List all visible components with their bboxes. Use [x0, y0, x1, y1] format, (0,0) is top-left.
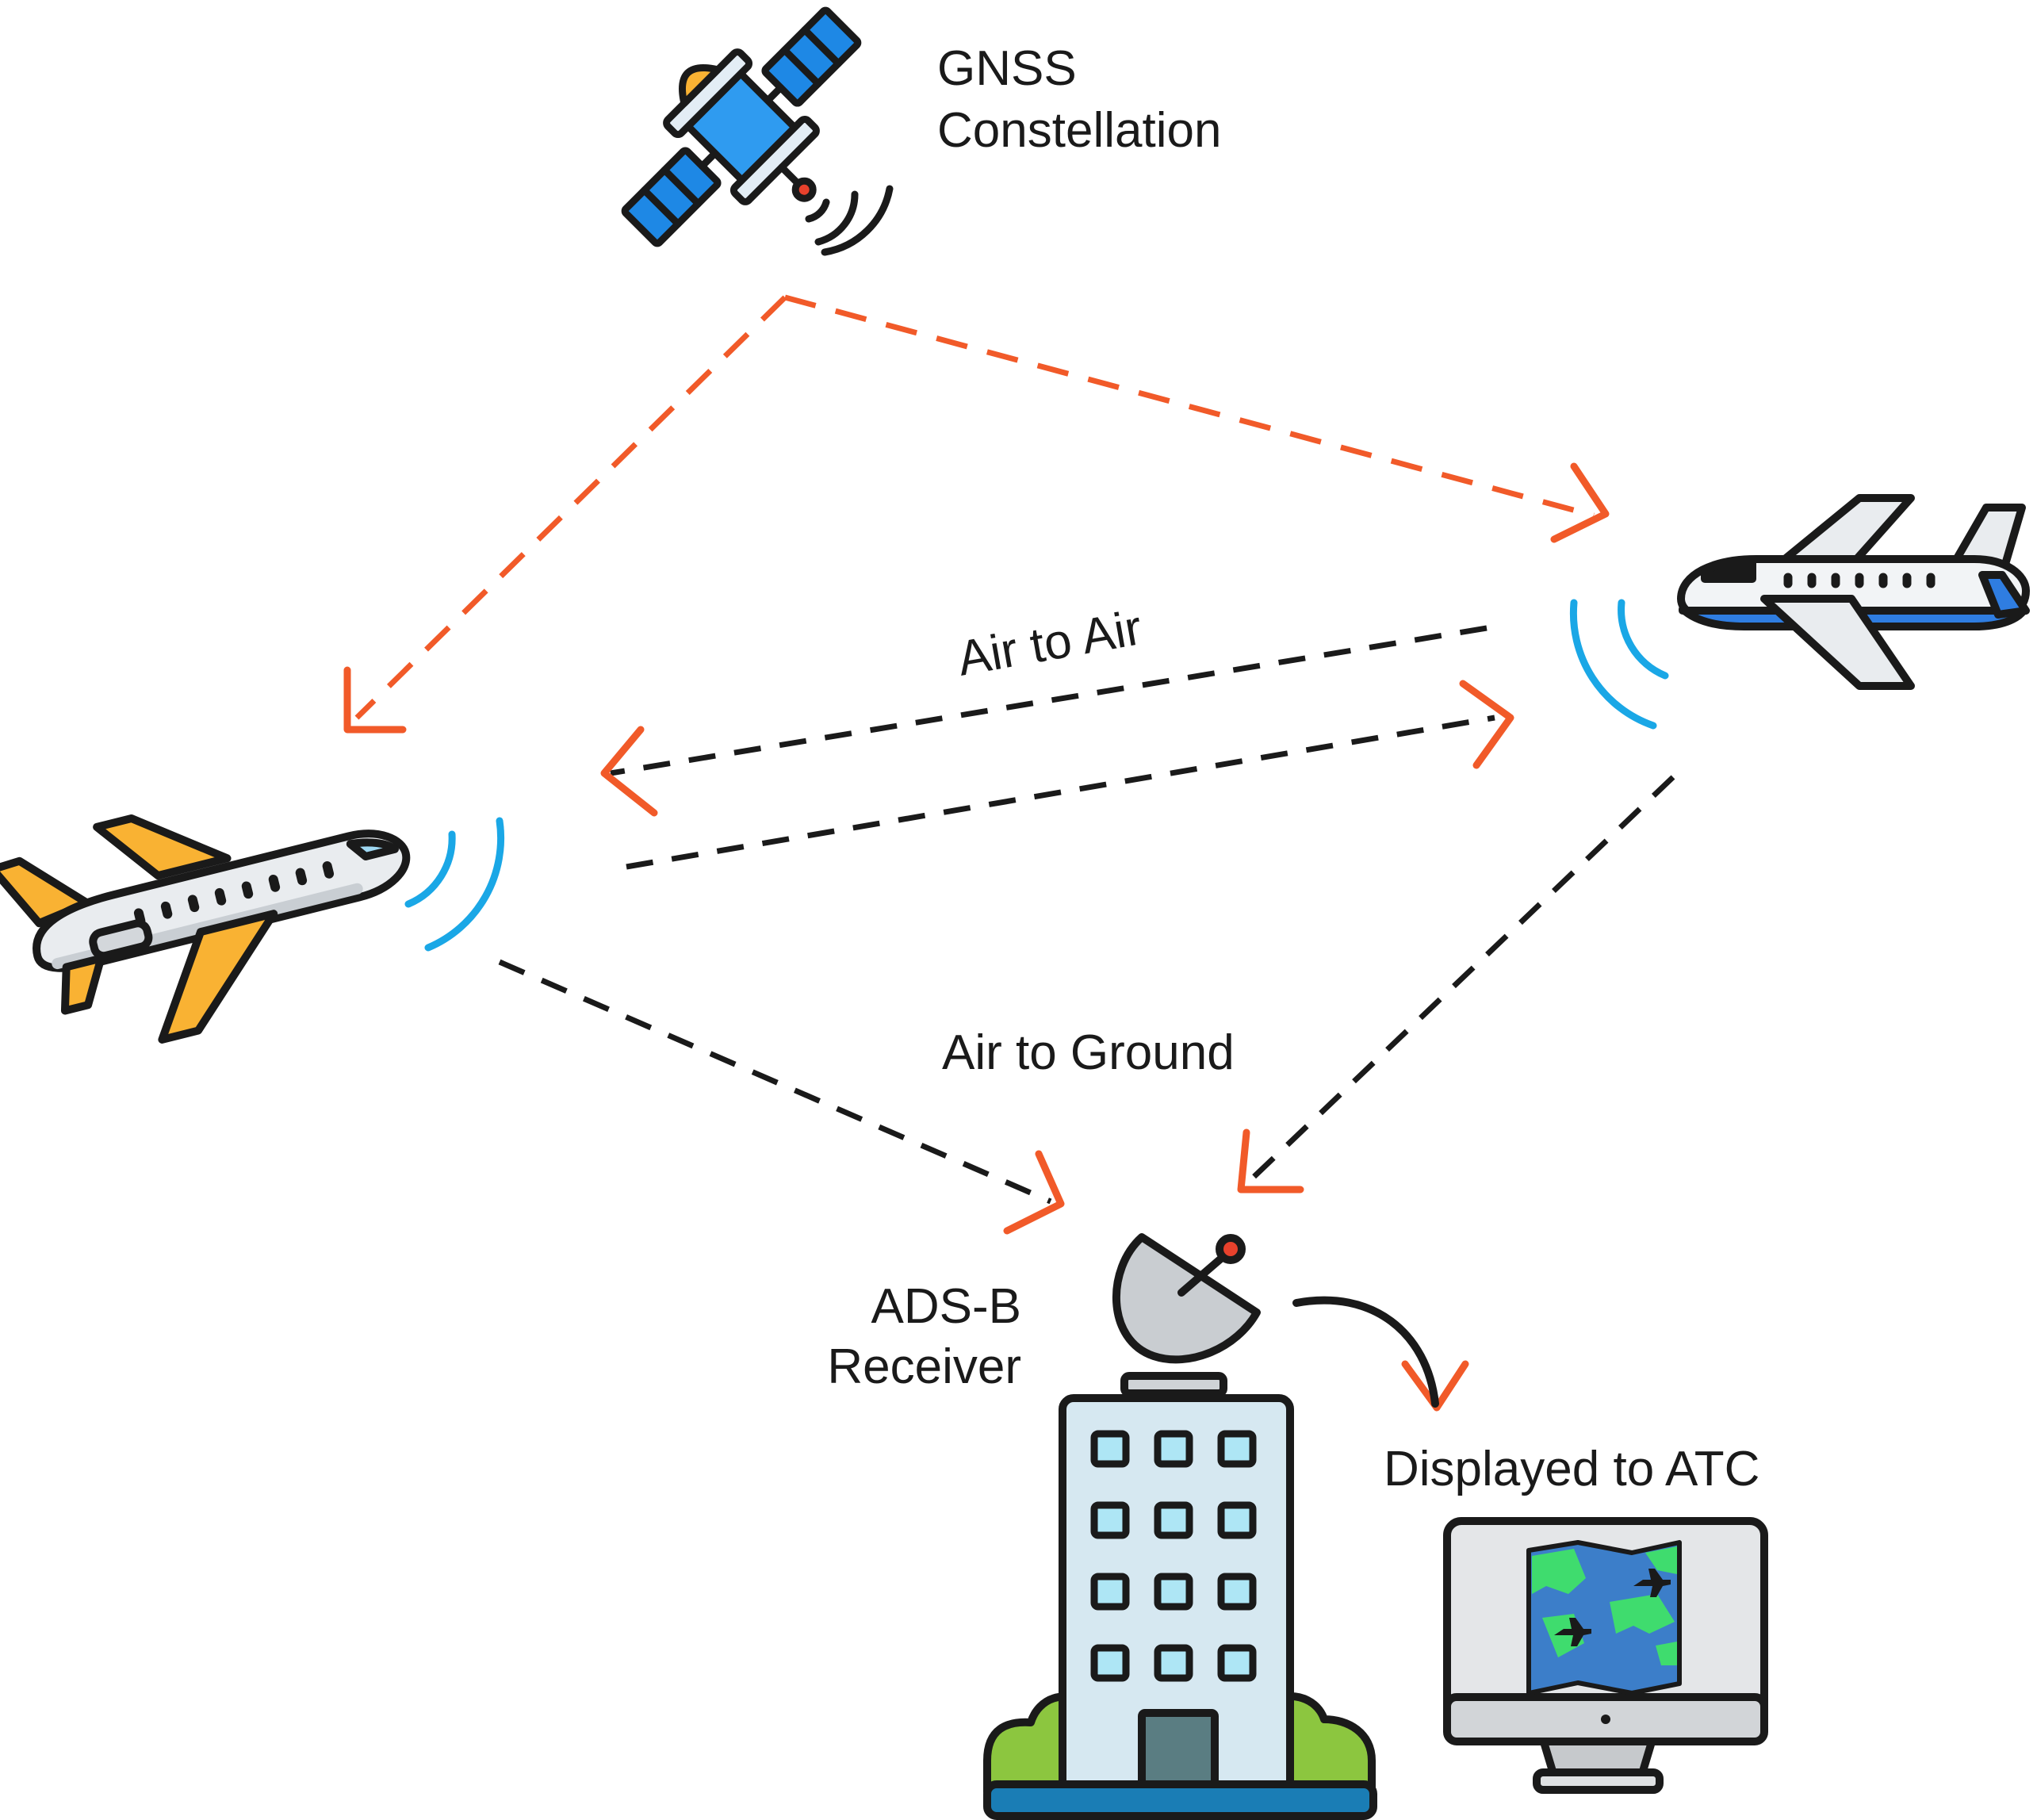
adsb-label-line2: Receiver	[827, 1339, 1021, 1394]
data-links	[498, 625, 1675, 1205]
airplane-icon-right	[1677, 494, 2030, 690]
displayed-to-atc-label: Displayed to ATC	[1384, 1442, 1759, 1496]
air-to-ground-label: Air to Ground	[942, 1025, 1235, 1080]
display-link	[1292, 1296, 1439, 1408]
gnss-label-line1: GNSS	[937, 41, 1077, 96]
gnss-links	[354, 294, 1595, 720]
arrowhead-display	[1401, 1360, 1469, 1412]
arrowhead-ground-right	[1237, 1128, 1304, 1194]
air-to-air-link-to-right	[626, 715, 1495, 870]
monitor-map-icon	[1443, 1517, 1768, 1794]
satellite-icon	[621, 6, 894, 256]
signal-wave-left	[404, 817, 505, 952]
arrowhead-air-to-air-left	[600, 726, 658, 817]
radar-building-icon	[983, 1233, 1377, 1820]
air-to-air-link-to-left	[610, 625, 1488, 776]
gnss-link-left-plane	[354, 295, 787, 720]
arrowhead-left-plane	[343, 666, 407, 734]
airplane-icon-left	[0, 814, 411, 1044]
air-to-air-label: Air to Air	[953, 600, 1146, 687]
arrowhead-right-plane	[1550, 462, 1610, 543]
air-to-ground-link-right	[1246, 775, 1675, 1184]
arrowhead-air-to-air-right	[1459, 680, 1514, 769]
arrowhead-ground-left	[1003, 1150, 1065, 1235]
arrowheads	[343, 462, 1610, 1412]
adsb-label-line1: ADS-B	[871, 1279, 1021, 1334]
gnss-link-right-plane	[784, 294, 1595, 519]
air-to-ground-link-left	[498, 959, 1052, 1205]
gnss-label-line2: Constellation	[937, 103, 1221, 158]
signal-wave-right	[1569, 599, 1669, 730]
